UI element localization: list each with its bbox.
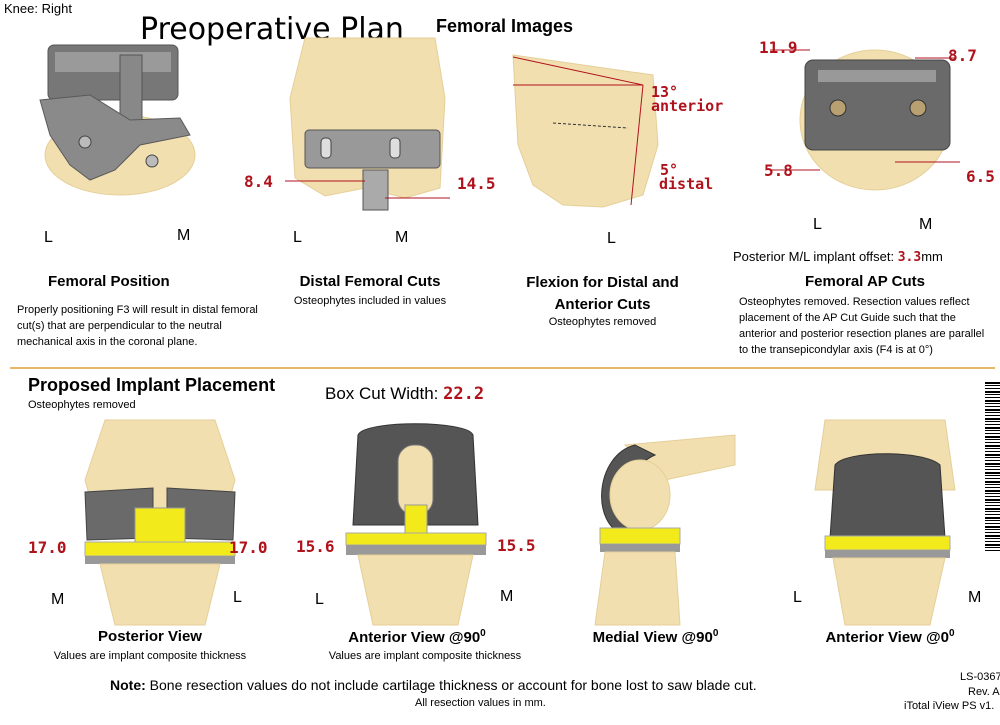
femoral-position-title: Femoral Position bbox=[48, 273, 170, 290]
anterior0-left-label: L bbox=[793, 589, 802, 606]
ap-top-right-value: 8.7 bbox=[948, 46, 977, 65]
section-divider bbox=[10, 367, 995, 369]
ap-left-label: L bbox=[813, 216, 822, 233]
knee-side-label: Knee: Right bbox=[4, 1, 72, 16]
medial90-title-degree: 0 bbox=[712, 628, 719, 639]
anterior0-title-degree: 0 bbox=[949, 628, 955, 639]
posterior-right-value: 17.0 bbox=[229, 538, 268, 557]
ap-bottom-right-value: 6.5 bbox=[966, 167, 995, 186]
anterior-0-image bbox=[814, 419, 956, 626]
implant-placement-subtitle: Osteophytes removed bbox=[28, 399, 136, 411]
medial-90-image bbox=[594, 434, 736, 626]
flexion-distal-label: distal bbox=[659, 175, 714, 193]
medial90-title-text: Medial View @90 bbox=[592, 629, 713, 646]
anterior90-right-value: 15.5 bbox=[497, 536, 536, 555]
box-cut-line: Box Cut Width: 22.2 bbox=[325, 384, 484, 404]
anterior90-title-degree: 0 bbox=[480, 628, 486, 639]
distal-cut-title: Distal Femoral Cuts bbox=[299, 273, 441, 290]
flexion-anterior-label: anterior bbox=[651, 97, 724, 115]
posterior-title: Posterior View bbox=[98, 628, 202, 645]
ap-offset-line: Posterior M/L implant offset: 3.3mm bbox=[733, 249, 943, 265]
posterior-left-value: 17.0 bbox=[28, 538, 67, 557]
anterior0-title: Anterior View @00 bbox=[815, 628, 965, 646]
anterior90-left-label: L bbox=[315, 591, 324, 608]
anterior90-right-label: M bbox=[500, 588, 514, 605]
ap-offset-value: 3.3 bbox=[897, 250, 922, 265]
implant-placement-title: Proposed Implant Placement bbox=[28, 375, 276, 395]
ap-description: Osteophytes removed. Resection values re… bbox=[739, 296, 985, 356]
femoral-position-right-label: M bbox=[177, 227, 191, 244]
ap-bottom-left-value: 5.8 bbox=[764, 161, 793, 180]
footer-note-text: Bone resection values do not include car… bbox=[145, 677, 757, 693]
femoral-position-left-label: L bbox=[44, 229, 53, 246]
box-cut-value: 22.2 bbox=[443, 384, 485, 404]
flexion-title-line1: Flexion for Distal and bbox=[526, 274, 679, 291]
posterior-left-label: M bbox=[51, 591, 65, 608]
anterior90-left-value: 15.6 bbox=[296, 537, 335, 556]
box-cut-label: Box Cut Width: bbox=[325, 384, 444, 403]
ap-right-label: M bbox=[919, 216, 933, 233]
anterior90-title-text: Anterior View @90 bbox=[348, 629, 481, 646]
medial90-title: Medial View @900 bbox=[578, 628, 733, 646]
footer-units-note: All resection values in mm. bbox=[415, 697, 546, 709]
distal-cut-right-value: 14.5 bbox=[457, 174, 496, 193]
ap-title: Femoral AP Cuts bbox=[804, 273, 926, 290]
anterior90-subtitle: Values are implant composite thickness bbox=[328, 650, 522, 662]
distal-cut-left-label: L bbox=[293, 229, 302, 246]
flexion-subtitle: Osteophytes removed bbox=[548, 316, 657, 328]
flexion-anterior-value: 13° bbox=[651, 83, 679, 101]
anterior-90-image bbox=[345, 423, 487, 626]
ap-offset-prefix: Posterior M/L implant offset: bbox=[733, 249, 898, 264]
distal-cut-left-value: 8.4 bbox=[244, 172, 273, 191]
posterior-right-label: L bbox=[233, 589, 242, 606]
footer-product: iTotal iView PS v1. bbox=[904, 700, 995, 712]
barcode bbox=[985, 382, 1000, 552]
anterior90-title: Anterior View @900 bbox=[322, 628, 512, 646]
footer-doc-code: LS-0367 bbox=[960, 671, 1000, 683]
flexion-title-line2: Anterior Cuts bbox=[554, 296, 651, 313]
anterior0-title-text: Anterior View @0 bbox=[825, 629, 949, 646]
femoral-ap-image bbox=[770, 49, 960, 191]
ap-offset-unit: mm bbox=[921, 249, 943, 264]
femoral-position-description: Properly positioning F3 will result in d… bbox=[17, 304, 258, 348]
femoral-images-heading: Femoral Images bbox=[436, 16, 574, 36]
footer-note-label: Note: bbox=[110, 677, 146, 693]
femoral-position-image bbox=[39, 44, 196, 196]
distal-cut-right-label: M bbox=[395, 229, 409, 246]
posterior-subtitle: Values are implant composite thickness bbox=[53, 650, 247, 662]
distal-femoral-cuts-image bbox=[285, 37, 450, 211]
anterior0-right-label: M bbox=[968, 589, 982, 606]
footer-revision: Rev. A bbox=[968, 686, 1000, 698]
distal-cut-subtitle: Osteophytes included in values bbox=[293, 295, 447, 307]
footer-note: Note: Bone resection values do not inclu… bbox=[110, 677, 757, 693]
flexion-image bbox=[512, 54, 659, 208]
flexion-bottom-label: L bbox=[607, 230, 616, 247]
ap-top-left-value: 11.9 bbox=[759, 38, 798, 57]
posterior-view-image bbox=[84, 419, 236, 626]
flexion-distal-value: 5° bbox=[660, 161, 679, 179]
